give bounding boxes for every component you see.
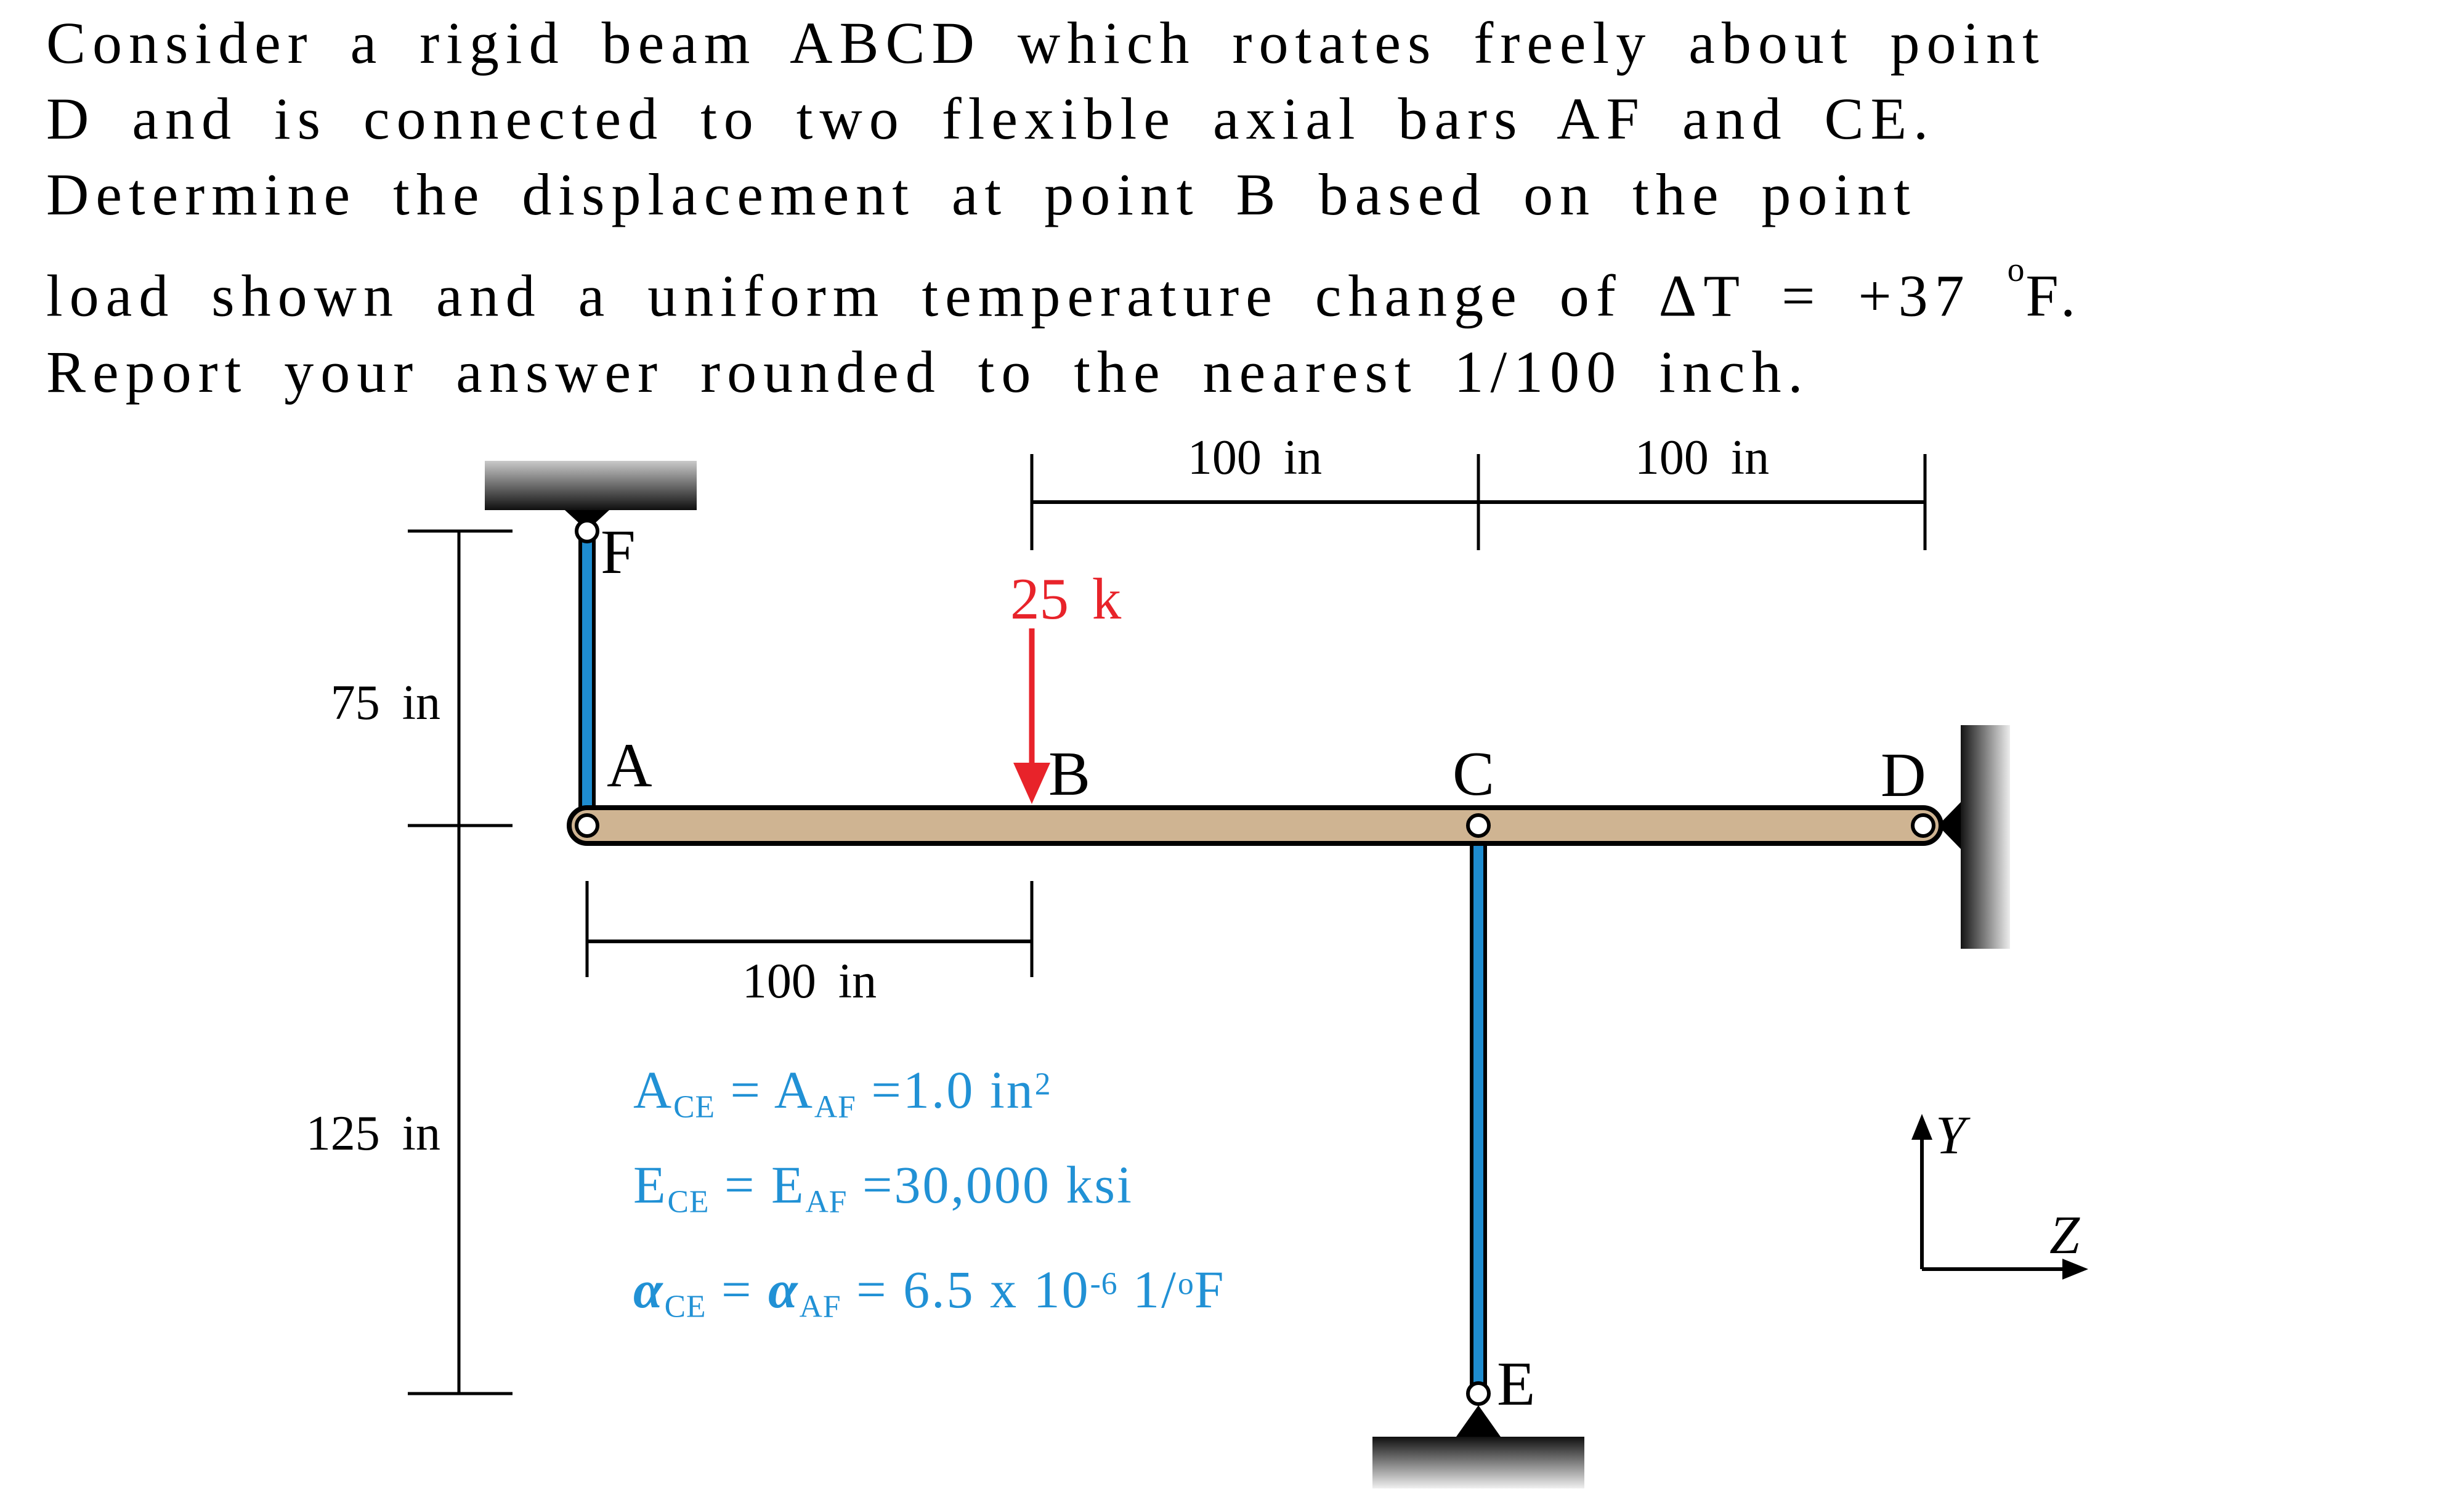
- property-expansion: αCE = αAF = 6.5 x 10-6 1/oF: [633, 1263, 1226, 1323]
- dim-label-top-left: 100 in: [1187, 431, 1323, 485]
- problem-line-1: Consider a rigid beam ABCD which rotates…: [46, 10, 2046, 76]
- problem-line-3: Determine the displacement at point B ba…: [46, 161, 1917, 227]
- label-point-e: E: [1497, 1349, 1536, 1419]
- problem-line-2: D and is connected to two flexible axial…: [46, 86, 1935, 152]
- dimension-lines: [408, 454, 1927, 1395]
- alpha-unit-f: F: [1194, 1260, 1226, 1319]
- area-value: =1.0 in: [856, 1060, 1035, 1119]
- pin-d: [1911, 813, 1935, 838]
- modulus-symbol-2: E: [771, 1155, 806, 1214]
- z-axis-label: Z: [2049, 1206, 2080, 1265]
- problem-line-4-text: load shown and a uniform temperature cha…: [46, 262, 2008, 329]
- alpha-unit-degree: o: [1177, 1266, 1194, 1302]
- z-axis-arrowhead: [2062, 1259, 2088, 1280]
- pin-a: [575, 813, 599, 838]
- bar-ce: [1470, 825, 1487, 1395]
- degree-superscript: o: [2007, 251, 2026, 289]
- dim-label-top-right: 100 in: [1634, 431, 1770, 485]
- area-symbol-2: A: [774, 1060, 814, 1119]
- label-point-d: D: [1881, 741, 1926, 810]
- beam-abcd: [567, 805, 1943, 846]
- problem-line-4-unit: F.: [2025, 262, 2083, 329]
- pin-wedge-d: [1938, 802, 1961, 849]
- problem-line-5: Report your answer rounded to the neares…: [46, 338, 1810, 405]
- coordinate-axes-icon: [1911, 1114, 2088, 1280]
- load-label: 25 k: [1010, 566, 1122, 631]
- area-symbol: A: [633, 1060, 674, 1119]
- load-arrow-head: [1013, 763, 1050, 804]
- area-sub-ce: CE: [673, 1089, 716, 1125]
- support-wall-right: [1961, 725, 2010, 949]
- area-exponent: 2: [1034, 1066, 1052, 1102]
- alpha-equals: =: [706, 1260, 769, 1319]
- label-point-f: F: [601, 518, 636, 587]
- area-equals: =: [715, 1060, 774, 1119]
- problem-statement: Consider a rigid beam ABCD which rotates…: [46, 5, 2442, 410]
- modulus-sub-ce: CE: [667, 1184, 710, 1220]
- problem-line-4: load shown and a uniform temperature cha…: [46, 232, 2442, 334]
- modulus-sub-af: AF: [805, 1184, 848, 1220]
- pin-c: [1466, 813, 1491, 838]
- load-arrow-icon: [1013, 628, 1050, 804]
- alpha-unit-pre: 1/: [1117, 1260, 1178, 1319]
- alpha-symbol-2: α: [768, 1260, 800, 1319]
- property-modulus: ECE = EAF =30,000 ksi: [633, 1158, 1133, 1218]
- alpha-value: = 6.5 x 10: [841, 1260, 1090, 1319]
- alpha-sub-ce: CE: [664, 1289, 707, 1325]
- pin-f: [575, 519, 599, 543]
- property-area: ACE = AAF =1.0 in2: [633, 1063, 1052, 1123]
- pin-e: [1466, 1381, 1491, 1406]
- dim-label-125in: 125 in: [306, 1106, 440, 1161]
- label-point-b: B: [1048, 739, 1091, 809]
- dim-label-75in: 75 in: [330, 676, 440, 730]
- pin-wedge-e: [1456, 1405, 1501, 1437]
- alpha-exponent: -6: [1090, 1266, 1118, 1302]
- modulus-value: =30,000 ksi: [847, 1155, 1133, 1214]
- support-block-top: [485, 461, 697, 510]
- label-point-a: A: [607, 731, 652, 800]
- alpha-symbol: α: [633, 1260, 665, 1319]
- modulus-equals: =: [709, 1155, 771, 1214]
- y-axis-label: Y: [1935, 1106, 1966, 1166]
- bar-af: [578, 528, 596, 830]
- area-sub-af: AF: [814, 1089, 856, 1125]
- support-block-bottom: [1372, 1437, 1584, 1488]
- dim-label-bottom: 100 in: [742, 954, 877, 1009]
- alpha-sub-af: AF: [799, 1289, 841, 1325]
- label-point-c: C: [1453, 739, 1495, 809]
- modulus-symbol: E: [633, 1155, 668, 1214]
- y-axis-arrowhead: [1911, 1114, 1932, 1140]
